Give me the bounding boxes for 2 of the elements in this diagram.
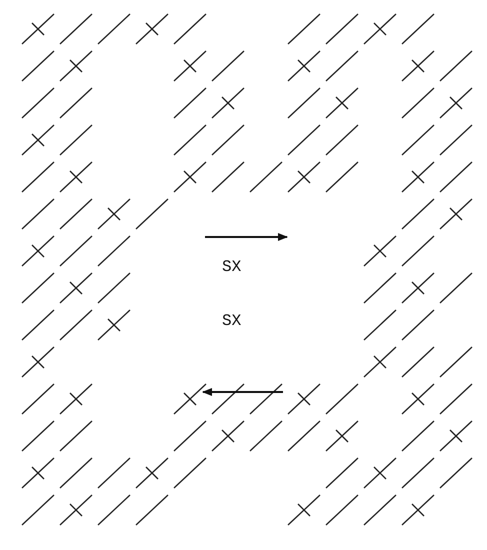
direction-label: SX — [222, 258, 242, 276]
direction-label: SX — [222, 312, 242, 330]
